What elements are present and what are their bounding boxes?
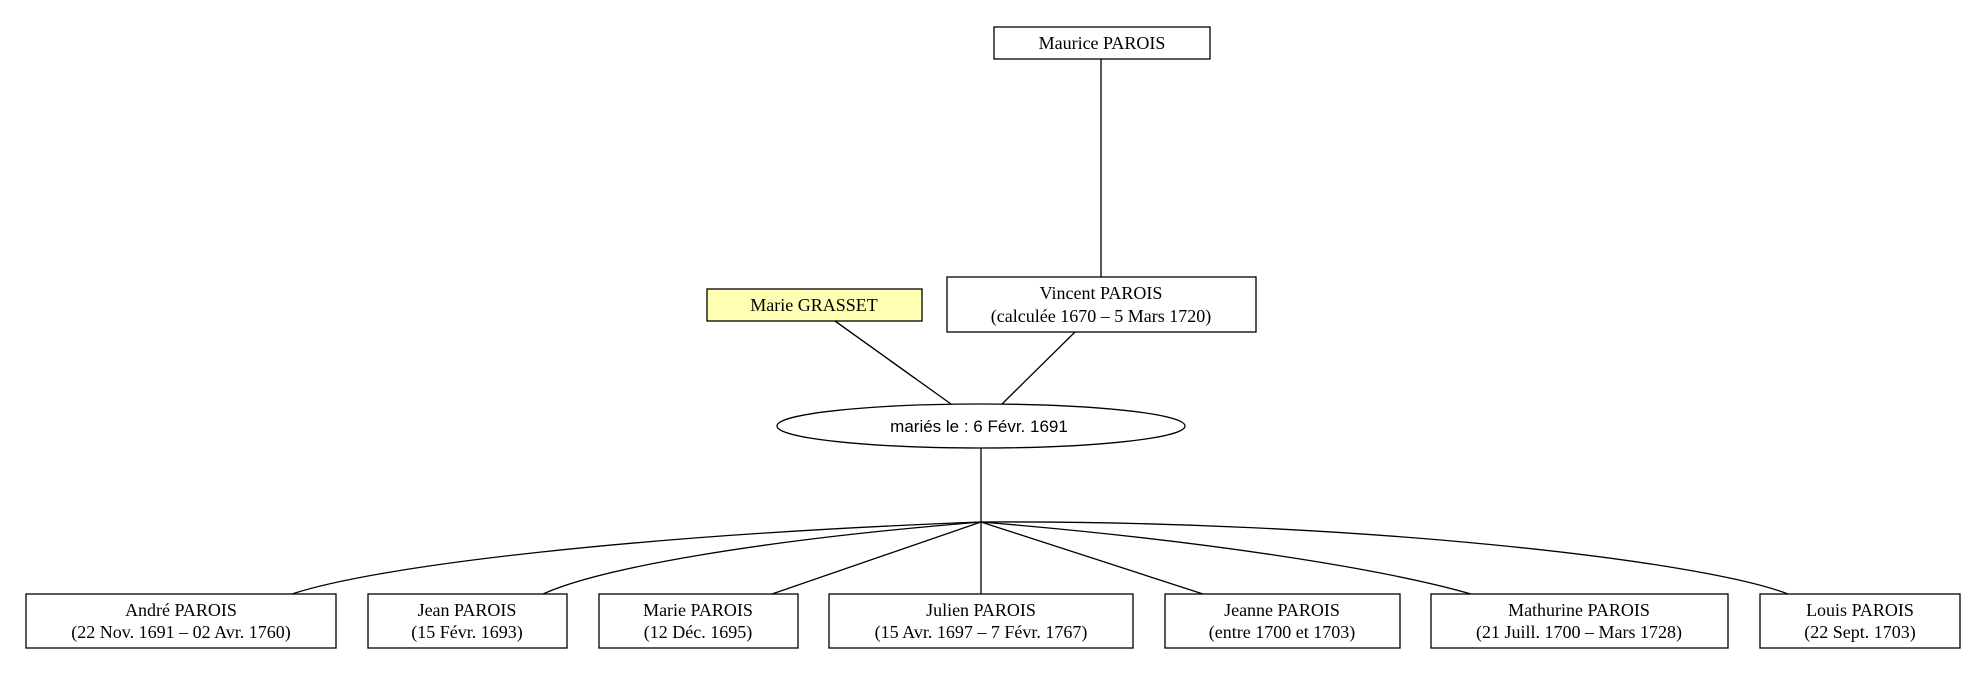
person-dates-vincent: (calculée 1670 – 5 Mars 1720)	[991, 306, 1211, 327]
edge-hub-to-child-5	[980, 521, 1204, 595]
edge-hub-to-child-6	[980, 521, 1472, 595]
child-name-5: Jeanne PAROIS	[1224, 600, 1340, 620]
person-node-marie-grasset[interactable]: Marie GRASSET	[706, 288, 923, 322]
child-box-4	[828, 593, 1134, 649]
person-box-maurice	[993, 26, 1211, 60]
union-label: mariés le : 6 Févr. 1691	[890, 417, 1068, 436]
child-name-1: André PAROIS	[125, 600, 237, 620]
child-name-6: Mathurine PAROIS	[1508, 600, 1650, 620]
edge-hub-to-child-1	[291, 521, 982, 595]
edge-hub-to-child-7	[980, 521, 1789, 595]
child-box-5	[1164, 593, 1401, 649]
child-node-6[interactable]: Mathurine PAROIS (21 Juill. 1700 – Mars …	[1430, 593, 1729, 649]
child-name-3: Marie PAROIS	[643, 600, 753, 620]
child-dates-2: (15 Févr. 1693)	[411, 622, 523, 643]
child-dates-7: (22 Sept. 1703)	[1804, 622, 1916, 643]
child-box-6	[1430, 593, 1729, 649]
union-node[interactable]: mariés le : 6 Févr. 1691	[776, 403, 1186, 449]
union-ellipse	[776, 403, 1186, 449]
child-node-4[interactable]: Julien PAROIS (15 Avr. 1697 – 7 Févr. 17…	[828, 593, 1134, 649]
person-node-maurice[interactable]: Maurice PAROIS	[993, 26, 1211, 60]
child-box-1	[25, 593, 337, 649]
edge-hub-to-child-2	[542, 521, 982, 595]
edge-marie-grasset-to-union-path	[834, 320, 952, 405]
child-box-3	[598, 593, 799, 649]
child-box-7	[1759, 593, 1961, 649]
person-name-vincent: Vincent PAROIS	[1040, 283, 1163, 303]
child-node-1[interactable]: André PAROIS (22 Nov. 1691 – 02 Avr. 176…	[25, 593, 337, 649]
child-node-3[interactable]: Marie PAROIS (12 Déc. 1695)	[598, 593, 799, 649]
child-node-2[interactable]: Jean PAROIS (15 Févr. 1693)	[367, 593, 568, 649]
child-dates-4: (15 Avr. 1697 – 7 Févr. 1767)	[875, 622, 1088, 643]
child-name-7: Louis PAROIS	[1806, 600, 1914, 620]
person-name-marie-grasset: Marie GRASSET	[750, 295, 878, 315]
child-name-2: Jean PAROIS	[418, 600, 517, 620]
child-node-7[interactable]: Louis PAROIS (22 Sept. 1703)	[1759, 593, 1961, 649]
child-dates-3: (12 Déc. 1695)	[644, 622, 752, 643]
child-box-2	[367, 593, 568, 649]
child-dates-5: (entre 1700 et 1703)	[1209, 622, 1355, 643]
tree-edges	[291, 59, 1789, 595]
person-name-maurice: Maurice PAROIS	[1039, 33, 1166, 53]
child-dates-6: (21 Juill. 1700 – Mars 1728)	[1476, 622, 1682, 643]
child-name-4: Julien PAROIS	[926, 600, 1036, 620]
edge-vincent-to-union	[1001, 331, 1076, 405]
edge-hub-to-child-3	[771, 521, 982, 595]
child-dates-1: (22 Nov. 1691 – 02 Avr. 1760)	[71, 622, 291, 643]
person-box-marie-grasset	[706, 288, 923, 322]
person-box-vincent	[946, 276, 1257, 333]
child-node-5[interactable]: Jeanne PAROIS (entre 1700 et 1703)	[1164, 593, 1401, 649]
person-node-vincent[interactable]: Vincent PAROIS (calculée 1670 – 5 Mars 1…	[946, 276, 1257, 333]
